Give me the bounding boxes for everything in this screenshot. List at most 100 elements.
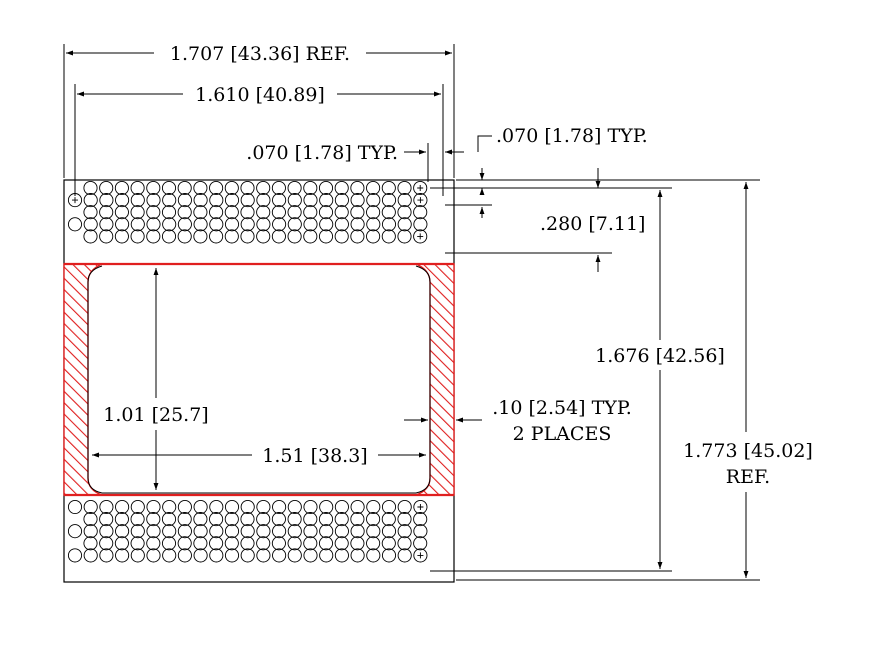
pin-hole: [115, 217, 130, 232]
dim-row-span: .280 [7.11]: [540, 213, 645, 235]
pin-hole: [209, 536, 224, 551]
dim-pitch-height: 1.676 [42.56]: [595, 345, 725, 367]
pin-hole: [209, 180, 224, 196]
pin-hole: [303, 524, 318, 539]
pin-hole: [146, 229, 161, 244]
pin-hole: [83, 548, 98, 563]
pin-hole: [271, 180, 286, 196]
pin-hole: [271, 205, 286, 220]
pin-hole: [287, 524, 302, 539]
pin-hole: [397, 217, 412, 232]
pin-hole: [272, 524, 287, 539]
pin-hole: [224, 193, 240, 208]
dim-overall-height-ref: REF.: [726, 466, 770, 488]
pin-hole: [397, 499, 412, 515]
pin-hole: [334, 524, 349, 539]
pin-hole: [381, 205, 396, 220]
plus-mark: [417, 197, 424, 204]
pin-hole: [397, 548, 412, 563]
pin-hole: [177, 180, 192, 196]
pin-hole: [381, 499, 397, 515]
pin-hole: [161, 512, 177, 527]
pin-hole: [397, 193, 412, 208]
pin-hole: [193, 536, 208, 551]
pin-hole: [146, 548, 161, 563]
pin-hole: [130, 512, 145, 527]
pin-hole: [99, 193, 114, 208]
pin-hole: [240, 193, 255, 208]
pin-hole: [161, 205, 177, 220]
dim-wall-places: 2 PLACES: [513, 423, 612, 445]
pin-hole: [397, 524, 412, 539]
pin-hole: [240, 229, 255, 244]
pin-hole: [99, 229, 114, 244]
pin-hole: [287, 217, 302, 232]
dim-window-height: 1.01 [25.7]: [103, 404, 208, 426]
plus-circle-icon: [413, 193, 428, 208]
pin-hole: [146, 499, 161, 515]
pin-hole: [177, 193, 192, 208]
pin-hole: [366, 512, 381, 527]
pin-hole: [397, 512, 412, 527]
pin-hole: [413, 536, 428, 551]
pin-hole: [287, 205, 302, 220]
pin-hole: [303, 193, 318, 208]
pin-hole: [381, 229, 396, 244]
pin-hole: [209, 548, 224, 563]
pin-hole: [381, 524, 397, 539]
pin-hole: [209, 217, 224, 232]
plus-circle-icon: [413, 548, 428, 563]
pin-hole: [67, 548, 83, 563]
plus-circle-icon: [413, 180, 428, 196]
pin-hole: [287, 229, 302, 244]
pin-hole: [319, 524, 334, 539]
pin-hole: [146, 512, 161, 527]
pin-hole: [224, 499, 240, 515]
pin-hole: [319, 548, 334, 563]
pin-hole: [193, 512, 208, 527]
pin-hole: [193, 548, 208, 563]
pin-hole: [130, 229, 145, 244]
pin-hole: [209, 499, 224, 515]
pin-hole: [209, 205, 224, 220]
pin-hole: [303, 499, 318, 515]
pin-hole: [224, 536, 239, 551]
pin-hole: [366, 180, 381, 196]
pin-hole: [99, 536, 114, 551]
pin-hole: [397, 180, 412, 196]
pin-hole: [146, 205, 161, 220]
pin-hole: [256, 205, 271, 220]
pin-hole: [209, 512, 224, 527]
pin-hole: [413, 205, 428, 220]
pin-hole: [350, 193, 365, 208]
pin-hole: [381, 512, 396, 527]
plus-circle-icon: [413, 229, 428, 244]
pin-hole: [413, 524, 428, 539]
pin-hole: [318, 536, 334, 551]
pin-grid-bottom: [67, 499, 428, 563]
pin-hole: [130, 524, 145, 539]
pin-hole: [209, 229, 224, 244]
pin-hole: [209, 524, 224, 539]
pin-hole: [272, 193, 287, 208]
pin-hole: [413, 217, 428, 232]
pin-hole: [240, 499, 255, 515]
pin-hole: [130, 205, 145, 220]
pin-hole: [256, 499, 271, 515]
pin-hole: [193, 180, 208, 196]
dim-pitch-typ-right: .070 [1.78] TYP.: [496, 125, 648, 147]
pin-hole: [350, 229, 365, 244]
pin-hole: [240, 512, 255, 527]
pin-hole: [177, 205, 192, 220]
pin-hole: [193, 217, 208, 232]
pin-hole: [146, 193, 161, 208]
pin-hole: [115, 548, 130, 563]
right-wall-hatch: [415, 263, 455, 496]
pin-hole: [271, 536, 286, 551]
plus-mark: [417, 233, 424, 240]
pin-hole: [99, 524, 114, 539]
pin-hole: [115, 524, 130, 539]
pin-hole: [146, 524, 161, 539]
pin-hole: [224, 524, 240, 539]
